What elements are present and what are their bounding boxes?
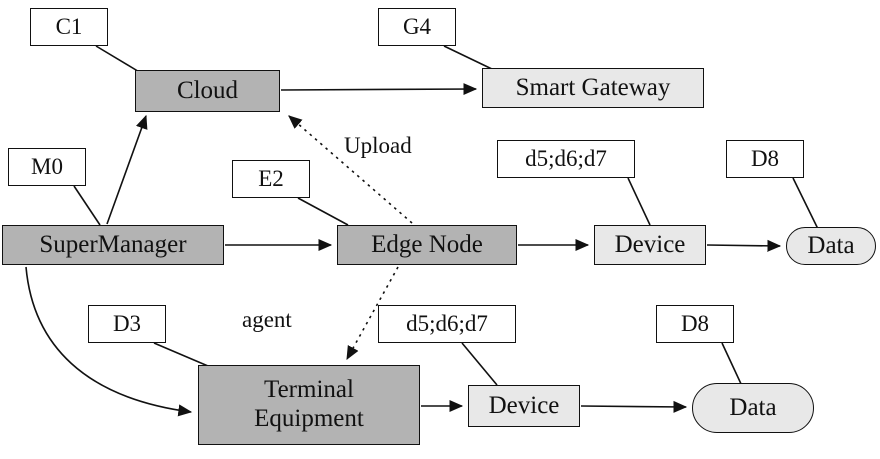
node-super-manager: SuperManager (2, 225, 224, 265)
edge-super-manager-to-cloud (106, 114, 148, 225)
tag-m0: M0 (8, 148, 86, 186)
connector-e2-edge-node (297, 197, 349, 226)
edge-super-manager-to-terminal-equipment (25, 266, 193, 417)
connector-d8-data-top (792, 177, 819, 230)
connector-d3-terminal-equipment (153, 342, 209, 367)
edge-label-agent: agent (242, 307, 292, 332)
node-cloud: Cloud (135, 70, 280, 112)
tag-d567-bottom: d5;d6;d7 (378, 305, 516, 343)
node-device-top: Device (594, 225, 706, 265)
node-device-bottom: Device (468, 385, 580, 427)
connector-d8-data-bottom (721, 342, 743, 387)
connector-d567-device-bottom (461, 342, 498, 386)
edge-device-bottom-to-data-bottom (580, 400, 688, 413)
node-data-bottom: Data (692, 383, 814, 433)
tag-d3: D3 (88, 305, 166, 343)
node-smart-gateway: Smart Gateway (482, 68, 704, 108)
connector-d567-device-top (627, 177, 651, 226)
edge-device-top-to-data-top (706, 239, 782, 252)
tag-c1: C1 (30, 8, 108, 46)
connector-c1-cloud (95, 45, 142, 74)
node-data-top: Data (786, 227, 876, 265)
tag-d567-top: d5;d6;d7 (497, 140, 635, 178)
tag-d8-bottom: D8 (656, 305, 734, 343)
node-edge-node: Edge Node (337, 225, 517, 265)
tag-e2: E2 (232, 160, 310, 198)
edge-cloud-to-smart-gateway (280, 83, 478, 96)
node-terminal-equipment: Terminal Equipment (198, 365, 420, 445)
connector-g4-smart-gateway (443, 45, 495, 71)
tag-g4: G4 (378, 8, 456, 46)
edge-label-upload: Upload (344, 133, 412, 158)
tag-d8-top: D8 (726, 140, 804, 178)
connector-m0-super-manager (73, 185, 101, 226)
